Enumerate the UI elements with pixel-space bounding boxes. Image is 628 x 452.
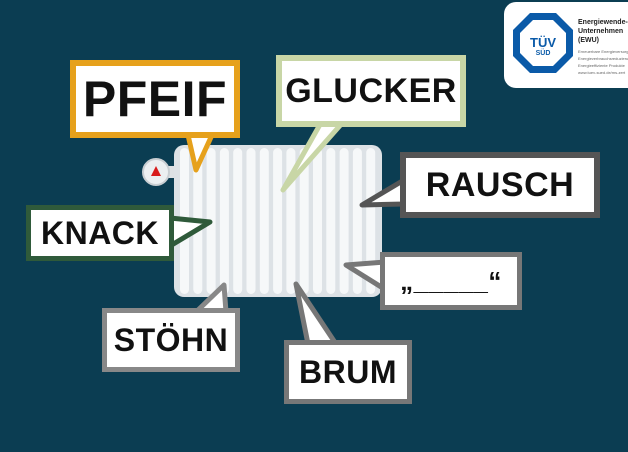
radiator-fin (299, 148, 309, 294)
radiator-fin (326, 148, 336, 294)
badge-title: Energiewende- Unternehmen (EWU) (578, 18, 628, 45)
radiator-fin (366, 148, 376, 294)
tuv-logo-subtext: SÜD (535, 50, 551, 57)
badge-small-line: Energieverbrauchsreduzierung (578, 56, 628, 61)
radiator-fin (246, 148, 256, 294)
bubble-text-silence: „_____“ (400, 265, 502, 296)
badge-small-line: Energieeffiziente Produkte (578, 63, 625, 68)
bubble-text-knack: KNACK (40, 214, 160, 251)
badge-small-line: www.tuev-sued.de/ms-zert (578, 70, 626, 75)
speech-bubble-brum: BRUM (284, 340, 412, 404)
radiator-fin (233, 148, 243, 294)
speech-bubble-silence: „_____“ (380, 252, 522, 310)
tuv-logo-text: TÜV (530, 35, 556, 50)
badge-small-print: Erneuerbare Energieversorgung Energiever… (578, 48, 628, 76)
radiator-fin (219, 148, 229, 294)
bubble-text-glucker: GLUCKER (285, 71, 457, 110)
radiator-fin (273, 148, 283, 294)
radiator-fin (339, 148, 349, 294)
badge-title-line: Unternehmen (578, 28, 624, 35)
bubble-text-stoehn: STÖHN (113, 321, 229, 358)
certification-badge: TÜV SÜD Energiewende- Unternehmen (EWU) … (504, 2, 628, 88)
speech-bubble-pfeif: PFEIF (70, 60, 240, 138)
speech-bubble-stoehn: STÖHN (102, 308, 240, 372)
radiator-fin (259, 148, 269, 294)
bubble-text-rausch: RAUSCH (425, 165, 575, 204)
radiator-fin (313, 148, 322, 294)
badge-title-line: Energiewende- (578, 19, 628, 26)
speech-bubble-glucker: GLUCKER (276, 55, 466, 127)
badge-title-line: (EWU) (578, 37, 599, 44)
bubble-text-brum: BRUM (299, 353, 397, 390)
radiator-fin (352, 148, 362, 294)
tuv-sud-logo-icon (513, 13, 573, 73)
badge-small-line: Erneuerbare Energieversorgung (578, 49, 628, 54)
speech-bubble-rausch: RAUSCH (400, 152, 600, 218)
speech-bubble-knack: KNACK (26, 205, 174, 261)
bubble-text-pfeif: PFEIF (82, 71, 228, 127)
